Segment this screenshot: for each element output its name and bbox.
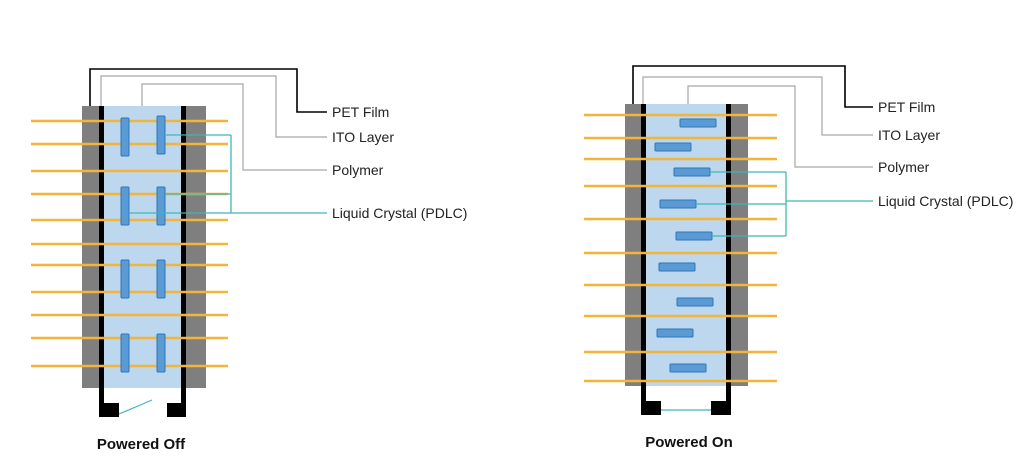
liquid-crystal — [156, 186, 166, 226]
liquid-crystal — [156, 333, 166, 373]
label-liquid-crystal: Liquid Crystal (PDLC) — [332, 205, 467, 221]
leader-pet-film — [632, 65, 873, 108]
ito-layer-right — [726, 104, 731, 415]
pet-film-left — [82, 106, 104, 388]
liquid-crystal — [156, 259, 166, 299]
liquid-crystal — [669, 363, 707, 373]
liquid-crystal — [120, 186, 130, 226]
liquid-crystal — [673, 167, 711, 177]
ito-layer-left — [641, 104, 646, 415]
liquid-crystal — [120, 333, 130, 373]
light-rays-right — [584, 113, 777, 383]
terminal-left — [99, 403, 119, 417]
open-switch-wire — [118, 399, 153, 415]
leader-liquid-crystal — [696, 171, 873, 237]
ito-layer-right — [181, 106, 186, 417]
polymer-layer — [104, 106, 182, 388]
leader-ito-layer — [642, 76, 873, 136]
liquid-crystals-vertical — [120, 115, 166, 373]
terminal-right — [167, 403, 186, 417]
leader-liquid-crystal — [129, 134, 327, 214]
liquid-crystal — [658, 262, 696, 272]
label-liquid-crystal: Liquid Crystal (PDLC) — [878, 193, 1013, 209]
liquid-crystal — [120, 117, 130, 157]
caption-powered-on: Powered On — [645, 434, 733, 451]
liquid-crystal — [676, 297, 714, 307]
label-pet-film: PET Film — [878, 99, 935, 115]
leader-polymer — [687, 85, 873, 168]
leader-polymer — [141, 83, 327, 171]
terminal-right — [711, 401, 731, 415]
liquid-crystal — [656, 328, 694, 338]
liquid-crystal — [675, 231, 713, 241]
panel-powered-on: PET Film ITO Layer Polymer Liquid Crysta… — [584, 65, 1013, 451]
liquid-crystal — [659, 199, 697, 209]
panel-powered-off: PET Film ITO Layer Polymer Liquid Crysta… — [31, 68, 467, 453]
leader-pet-film — [89, 68, 327, 113]
label-polymer: Polymer — [332, 162, 384, 178]
liquid-crystal — [120, 259, 130, 299]
terminal-left — [641, 401, 661, 415]
liquid-crystal — [156, 115, 166, 155]
liquid-crystal — [654, 142, 692, 152]
caption-powered-off: Powered Off — [97, 436, 186, 453]
label-ito-layer: ITO Layer — [878, 127, 940, 143]
label-pet-film: PET Film — [332, 104, 389, 120]
label-polymer: Polymer — [878, 159, 930, 175]
label-ito-layer: ITO Layer — [332, 129, 394, 145]
leader-ito-layer — [100, 75, 327, 138]
pet-film-right — [186, 106, 206, 388]
liquid-crystal — [679, 118, 717, 128]
ito-layer-left — [99, 106, 104, 417]
